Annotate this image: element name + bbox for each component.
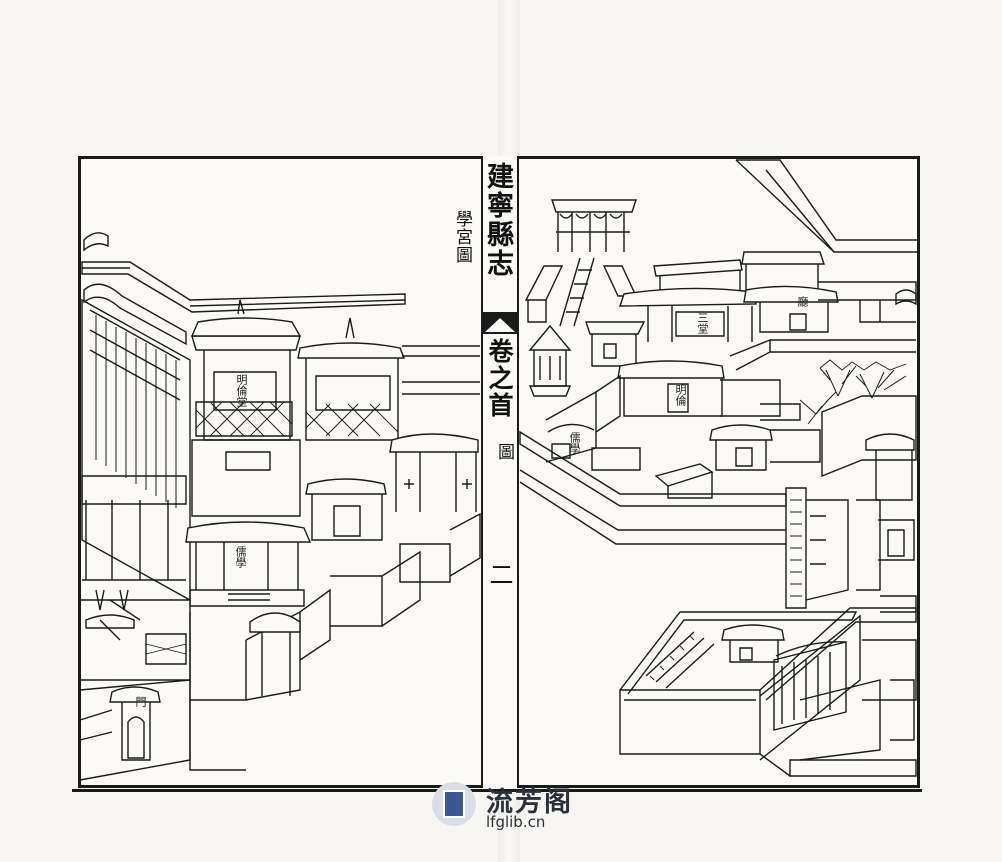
- section-label: 圖: [494, 443, 514, 462]
- watermark-name: 流芳阁: [486, 787, 573, 818]
- building-label-ruxue-right: 儒學: [568, 432, 581, 454]
- building-label-minglun: 明倫: [674, 384, 687, 406]
- watermark-url: lfglib.cn: [486, 813, 546, 831]
- page-number: 二: [485, 562, 513, 588]
- library-logo-icon: [432, 782, 476, 826]
- book-icon: [443, 790, 465, 818]
- book-title: 建寧縣志: [482, 162, 513, 278]
- building-label-santang: 三堂: [696, 312, 709, 334]
- fishtail-mark-icon: [483, 312, 517, 334]
- building-label-minglun-tang: 明倫堂: [235, 374, 248, 407]
- center-column: 建寧縣志 卷之首 圖 二: [481, 156, 519, 788]
- building-label-ting: 廳: [796, 296, 809, 307]
- map-title: 學宮圖: [452, 210, 472, 264]
- frame-bottom-rule: [72, 789, 922, 792]
- building-label-men: 門: [134, 696, 147, 707]
- building-label-ruxue: 儒學: [234, 546, 247, 568]
- volume-label: 卷之首: [485, 338, 514, 419]
